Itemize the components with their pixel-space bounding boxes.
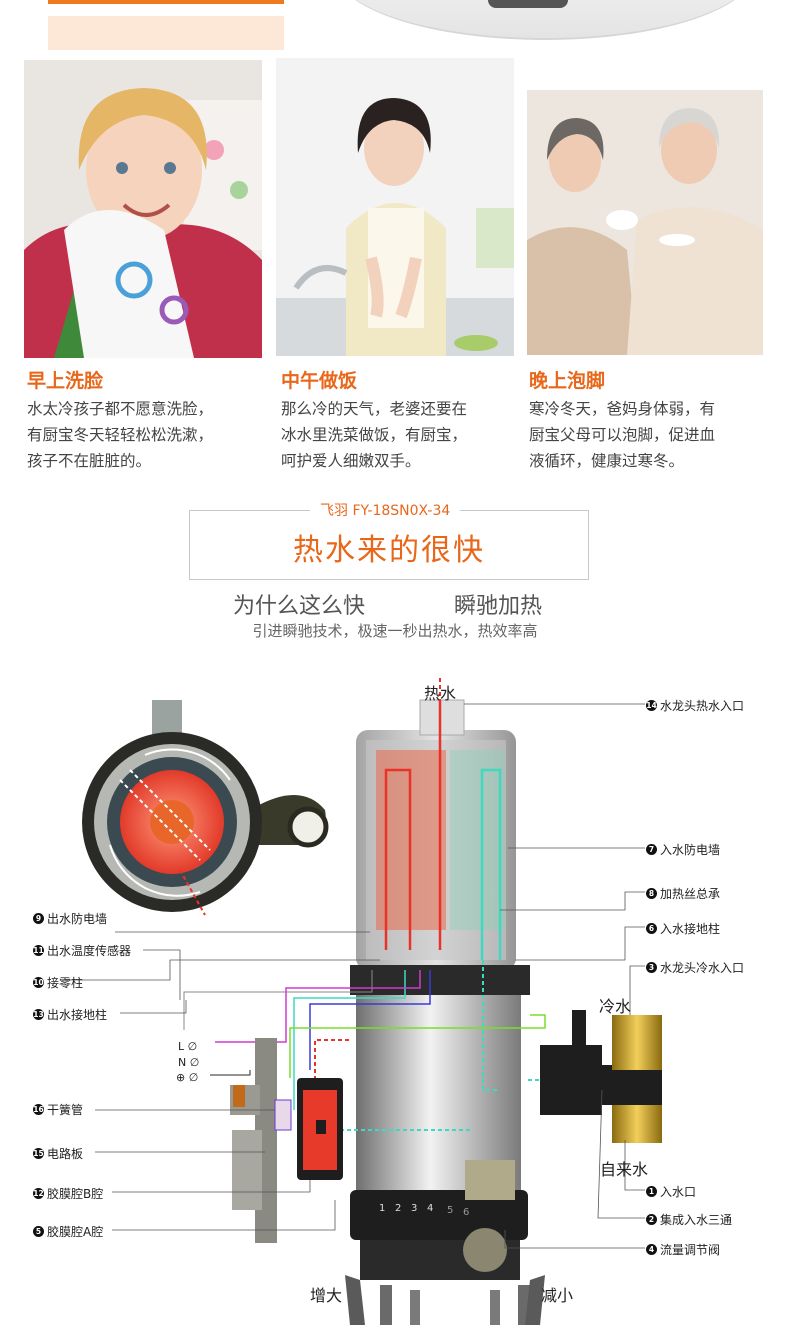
callout-text: 入水接地柱: [660, 922, 721, 936]
callout-number: 4: [646, 1244, 657, 1255]
scene-desc-line: 有厨宝冬天轻轻松松洗漱，: [27, 426, 214, 444]
scene-desc-evening: 寒冷冬天，爸妈身体弱，有 厨宝父母可以泡脚，促进血 液循环，健康过寒冬。: [529, 396, 769, 474]
scene-desc-line: 冰水里洗菜做饭，有厨宝，: [281, 426, 468, 444]
scene-desc-line: 水太冷孩子都不愿意洗脸，: [27, 400, 214, 418]
wire-ground-label: ⊕ ∅: [176, 1071, 199, 1084]
callout-number: 16: [33, 1104, 44, 1115]
callout-text: 出水接地柱: [47, 1008, 108, 1022]
membrane-chamber: [297, 1078, 343, 1180]
callout-heating-wire-assembly: 8 加热丝总承: [646, 885, 720, 902]
callout-text: 胶膜腔B腔: [47, 1187, 104, 1201]
callout-number: 15: [33, 1148, 44, 1159]
callout-neutral-post: 10 接零柱: [33, 974, 83, 991]
dial-number: 1: [379, 1203, 386, 1214]
girl-washing-face-photo: [24, 60, 262, 358]
scene-desc-line: 厨宝父母可以泡脚，促进血: [529, 426, 716, 444]
scene-title-evening: 晚上泡脚: [529, 370, 606, 392]
callout-circuit-board: 15 电路板: [33, 1145, 83, 1162]
callout-text: 接零柱: [47, 976, 84, 990]
callout-outlet-ground-post: 13 出水接地柱: [33, 1006, 107, 1023]
callout-flow-control-valve: 4 流量调节阀: [646, 1241, 720, 1258]
top-view-disc: [82, 700, 329, 912]
scene-desc-line: 寒冷冬天，爸妈身体弱，有: [529, 400, 716, 418]
dial-number: 4: [427, 1203, 434, 1214]
scene-desc-line: 呵护爱人细嫩双手。: [281, 452, 421, 470]
callout-inlet-ground-post: 6 入水接地柱: [646, 920, 720, 937]
callout-outlet-anti-shock-wall: 9 出水防电墙: [33, 910, 107, 927]
why-fast-question: 为什么这么快: [233, 594, 366, 619]
dial-number: 2: [395, 1203, 402, 1214]
callout-text: 水龙头冷水入口: [660, 961, 745, 975]
callout-membrane-chamber-b: 12 胶膜腔B腔: [33, 1185, 103, 1202]
callout-number: 8: [646, 888, 657, 899]
circuit-board: [230, 1038, 292, 1243]
wire-l-label: L ∅: [178, 1040, 198, 1053]
top-accent-bar: [48, 0, 284, 4]
callout-tap-hot-inlet: 14 水龙头热水入口: [646, 697, 744, 714]
dial-number: 6: [463, 1207, 470, 1218]
callout-number: 9: [33, 913, 44, 924]
top-banner-box: [48, 16, 284, 50]
callout-text: 电路板: [47, 1147, 84, 1161]
heater-cutaway-diagram: 热水 冷水 自来水 增大 减小 L ∅ N ∅ ⊕ ∅ 1 2 3 4 5 6 …: [0, 670, 790, 1325]
callout-tap-cold-inlet: 3 水龙头冷水入口: [646, 959, 744, 976]
scene-title-noon: 中午做饭: [281, 370, 358, 392]
callout-text: 出水温度传感器: [47, 944, 132, 958]
product-top-knob: [488, 0, 568, 8]
callout-number: 6: [646, 923, 657, 934]
scene-desc-line: 液循环，健康过寒冬。: [529, 452, 685, 470]
callout-outlet-temp-sensor: 11 出水温度传感器: [33, 942, 131, 959]
scene-desc-noon: 那么冷的天气，老婆还要在 冰水里洗菜做饭，有厨宝， 呵护爱人细嫩双手。: [281, 396, 521, 474]
callout-text: 出水防电墙: [47, 912, 108, 926]
callout-number: 11: [33, 945, 44, 956]
model-number: 飞羽 FY-18SN0X-34: [310, 500, 461, 520]
headline-title: 热水来的很快: [293, 533, 485, 568]
callout-number: 5: [33, 1226, 44, 1237]
callout-number: 1: [646, 1186, 657, 1197]
callout-number: 7: [646, 844, 657, 855]
callout-text: 流量调节阀: [660, 1243, 721, 1257]
instant-heating-answer: 瞬驰加热: [454, 594, 543, 619]
wire-n-label: N ∅: [178, 1056, 200, 1069]
scene-title-morning: 早上洗脸: [27, 370, 104, 392]
callout-text: 集成入水三通: [660, 1213, 733, 1227]
decrease-label: 减小: [541, 1286, 574, 1305]
callout-number: 13: [33, 1009, 44, 1020]
woman-washing-vegetables-photo: [276, 58, 514, 356]
callout-membrane-chamber-a: 5 胶膜腔A腔: [33, 1223, 103, 1240]
callout-text: 干簧管: [47, 1103, 84, 1117]
hot-water-label: 热水: [424, 684, 457, 703]
callout-number: 2: [646, 1214, 657, 1225]
callout-text: 入水防电墙: [660, 843, 721, 857]
tap-water-label: 自来水: [600, 1160, 649, 1179]
scene-desc-line: 孩子不在脏脏的。: [27, 452, 152, 470]
inlet-tee: [540, 1010, 662, 1143]
elderly-couple-tea-photo: [527, 90, 763, 355]
callout-number: 3: [646, 962, 657, 973]
dial-number: 5: [447, 1205, 454, 1216]
callout-integrated-inlet-tee: 2 集成入水三通: [646, 1211, 732, 1228]
scene-desc-line: 那么冷的天气，老婆还要在: [281, 400, 468, 418]
scene-desc-morning: 水太冷孩子都不愿意洗脸， 有厨宝冬天轻轻松松洗漱， 孩子不在脏脏的。: [27, 396, 267, 474]
diagram-artwork: [65, 678, 662, 1325]
increase-label: 增大: [310, 1286, 343, 1305]
callout-number: 10: [33, 977, 44, 988]
callout-number: 12: [33, 1188, 44, 1199]
callout-water-inlet: 1 入水口: [646, 1183, 696, 1200]
callout-text: 入水口: [660, 1185, 697, 1199]
callout-text: 胶膜腔A腔: [47, 1225, 104, 1239]
callout-inlet-anti-shock-wall: 7 入水防电墙: [646, 841, 720, 858]
callout-number: 14: [646, 700, 657, 711]
callout-reed-pipe: 16 干簧管: [33, 1101, 83, 1118]
callout-text: 水龙头热水入口: [660, 699, 745, 713]
cold-water-label: 冷水: [599, 997, 632, 1016]
headline-subline: 引进瞬驰技术，极速一秒出热水，热效率高: [252, 622, 538, 640]
callout-text: 加热丝总承: [660, 887, 721, 901]
dial-number: 3: [411, 1203, 418, 1214]
